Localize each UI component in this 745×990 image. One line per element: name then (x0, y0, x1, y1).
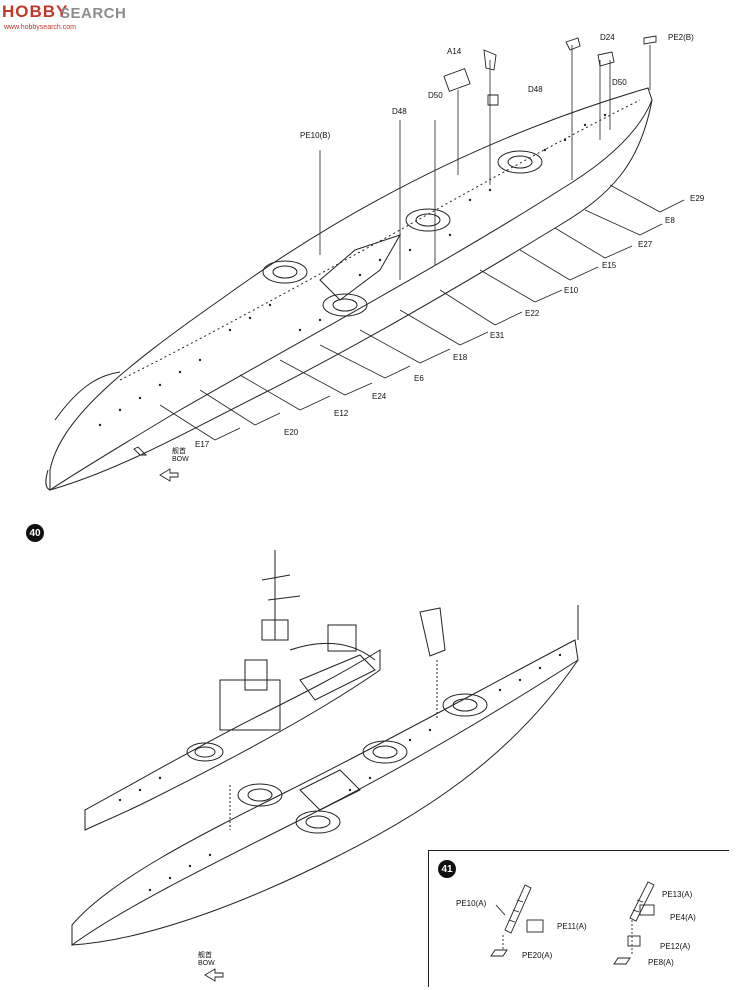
part-label-pe8a: PE8(A) (648, 958, 674, 967)
part-label-e31: E31 (490, 331, 505, 340)
part-label-pe12a: PE12(A) (660, 942, 691, 951)
watermark-url-text: www.hobbysearch.com (4, 24, 76, 31)
upper-leader-lines (159, 45, 685, 441)
lower-bow-cn-label: 舰首 (198, 952, 212, 959)
part-label-e12: E12 (334, 409, 349, 418)
part-label-e15: E15 (602, 261, 617, 270)
part-label-e8: E8 (665, 216, 675, 225)
part-label-e22: E22 (525, 309, 540, 318)
part-label-pe4a: PE4(A) (670, 913, 696, 922)
part-label-d48-right: D48 (528, 85, 543, 94)
lower-bow-arrow (204, 968, 224, 982)
part-label-e17: E17 (195, 440, 210, 449)
upper-deck-fittings (98, 113, 607, 427)
part-label-e6: E6 (414, 374, 424, 383)
part-label-a14: A14 (447, 47, 462, 56)
part-label-e29: E29 (690, 194, 705, 203)
part-label-e18: E18 (453, 353, 468, 362)
part-label-pe11a: PE11(A) (557, 922, 587, 931)
part-label-pe13a: PE13(A) (662, 890, 693, 899)
step-40-badge: 40 (26, 524, 44, 542)
part-label-d50-right: D50 (612, 78, 627, 87)
part-label-pe10b: PE10(B) (300, 131, 331, 140)
upper-hull (45, 87, 653, 491)
part-label-d50-left: D50 (428, 91, 443, 100)
part-label-d24: D24 (600, 33, 615, 42)
step-41-badge: 41 (438, 860, 456, 878)
lower-deck-fittings (118, 653, 562, 892)
lower-hull-back (84, 550, 381, 831)
watermark-logo-text: HOBBY (2, 2, 69, 21)
upper-small-parts (133, 35, 657, 482)
lower-hull-front (71, 605, 579, 946)
watermark-logo: HOBBY SEARCH www.hobbysearch.com (2, 2, 172, 40)
upper-bow-cn-label: 舰首 (172, 448, 186, 455)
part-label-d48-left: D48 (392, 107, 407, 116)
lower-bow-en-label: BOW (198, 960, 215, 967)
part-label-e10: E10 (564, 286, 579, 295)
part-label-e24: E24 (372, 392, 387, 401)
part-label-e20: E20 (284, 428, 299, 437)
upper-bow-en-label: BOW (172, 456, 189, 463)
watermark-brand-text: SEARCH (60, 5, 127, 22)
inset-41-parts (490, 881, 655, 965)
step-41-inset (428, 850, 729, 987)
part-label-pe10a: PE10(A) (456, 899, 487, 908)
part-label-pe20a: PE20(A) (522, 951, 553, 960)
part-label-e27: E27 (638, 240, 653, 249)
part-label-pe2b: PE2(B) (668, 33, 694, 42)
